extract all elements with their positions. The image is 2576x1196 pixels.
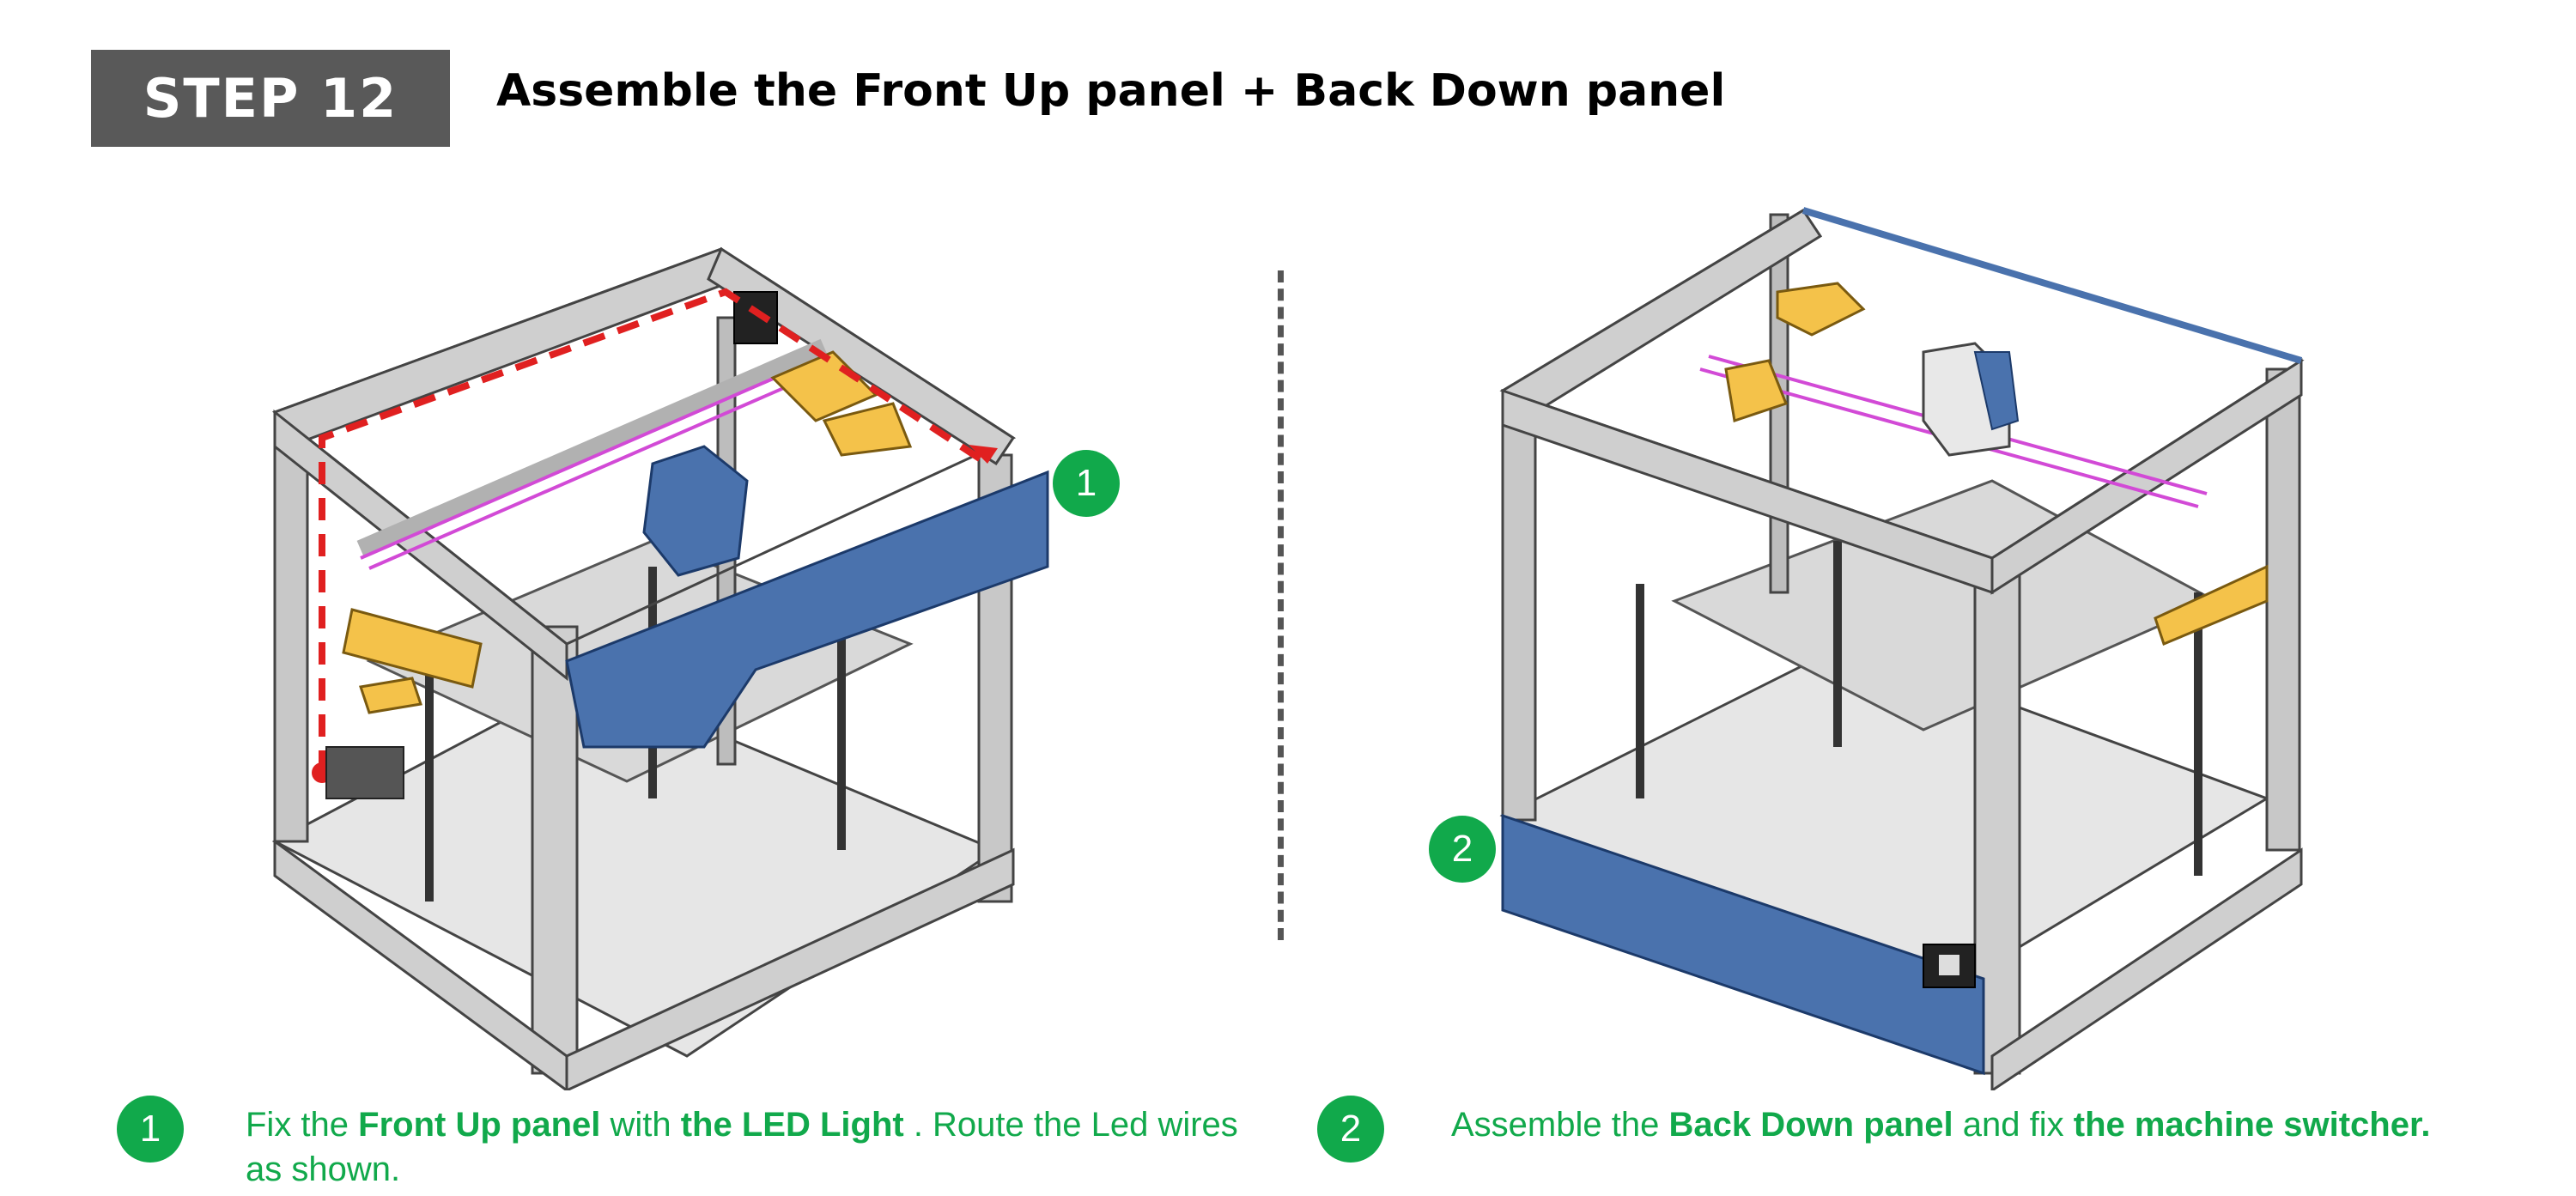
callout-2: 2 <box>1429 816 1496 883</box>
panel-divider <box>1278 270 1284 940</box>
instruction-1-number: 1 <box>117 1096 184 1163</box>
back-down-panel-illustration <box>1443 197 2310 1090</box>
printer-frame-back-view <box>1499 207 2305 1090</box>
step-title: Assemble the Front Up panel + Back Down … <box>496 65 1726 117</box>
printer-frame-front-view <box>271 246 1049 1090</box>
instruction-2-text: Assemble the Back Down panel and fix the… <box>1451 1106 2431 1144</box>
instruction-1-text: Fix the Front Up panel with the LED Ligh… <box>246 1106 1238 1188</box>
step-badge: STEP 12 <box>91 50 450 147</box>
callout-1: 1 <box>1053 450 1120 517</box>
instruction-2-number: 2 <box>1317 1096 1384 1163</box>
front-up-panel-illustration <box>240 197 1065 1090</box>
